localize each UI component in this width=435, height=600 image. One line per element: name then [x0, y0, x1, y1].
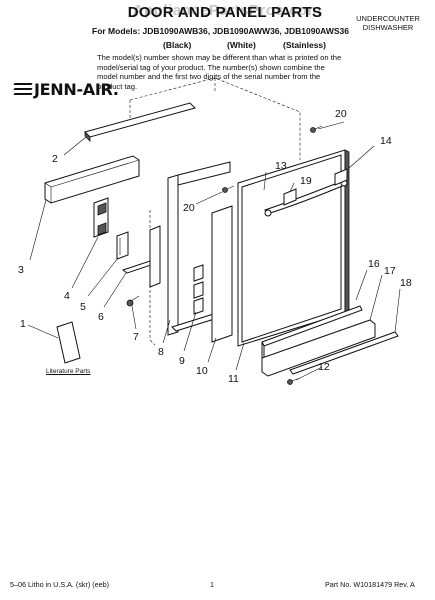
footer-litho: 5–06 Litho in U.S.A. (skr) (eeb): [10, 580, 110, 589]
callout-9: 9: [179, 355, 185, 367]
callout-8: 8: [158, 346, 164, 358]
part-12-screw: [287, 377, 301, 385]
callout-12: 12: [318, 361, 330, 373]
callout-5: 5: [80, 301, 86, 313]
part-5-pad: [116, 231, 129, 260]
leader-lines: [27, 121, 401, 381]
model-list: For Models: JDB1090AWB36, JDB1090AWW36, …: [92, 26, 349, 36]
callout-7: 7: [133, 331, 139, 343]
callout-18: 18: [400, 277, 412, 289]
part-2-trim-strip: [84, 102, 196, 142]
brand-logo-text: JENN-AIR.: [34, 80, 119, 99]
brand-logo: JENN-AIR.: [13, 80, 119, 99]
footer-part-number: Part No. W10181479 Rev. A: [325, 580, 415, 589]
literature-parts-label: Literature Parts: [46, 368, 91, 375]
callout-20-upper: 20: [335, 108, 347, 120]
callout-19: 19: [300, 175, 312, 187]
callout-labels: 1 2 3 4 5 6 7 8 9 10 11 12 13 14 16 17 1…: [18, 108, 412, 385]
callout-13: 13: [275, 160, 287, 172]
callout-1: 1: [20, 318, 26, 330]
callout-20-lower: 20: [183, 202, 195, 214]
part-7-screw: [126, 295, 140, 307]
part-4-bracket: [93, 197, 109, 238]
part-3-console-strip: [44, 155, 140, 204]
color-stainless: (Stainless): [283, 40, 326, 50]
part-1-literature: [56, 321, 81, 364]
part-9-hinge-brackets: [193, 264, 204, 315]
callout-4: 4: [64, 290, 70, 302]
page-title: DOOR AND PANEL PARTS: [127, 4, 323, 21]
callout-11: 11: [228, 373, 239, 385]
part-6-brace: [121, 225, 161, 288]
callout-10: 10: [196, 365, 208, 377]
part-19-handle-posts: [283, 168, 348, 206]
color-white: (White): [227, 40, 256, 50]
part-11-door-panel: [237, 149, 350, 347]
part-20-screws: [222, 125, 323, 193]
model-note: The model(s) number shown may be differe…: [97, 53, 342, 91]
callout-16: 16: [368, 258, 380, 270]
appliance-type: UNDERCOUNTER DISHWASHER: [356, 14, 420, 32]
callout-3: 3: [18, 264, 24, 276]
callout-17: 17: [384, 265, 396, 277]
frame-outline: [129, 77, 301, 160]
color-black: (Black): [163, 40, 192, 50]
part-8-inner-panel: [167, 161, 231, 336]
callout-14: 14: [380, 135, 392, 147]
callout-2: 2: [52, 153, 58, 165]
watermark: AppliancePartsPros.com: [132, 2, 322, 19]
page-number: 1: [210, 580, 214, 589]
callout-6: 6: [98, 311, 104, 323]
part-10-insulation: [211, 205, 233, 343]
